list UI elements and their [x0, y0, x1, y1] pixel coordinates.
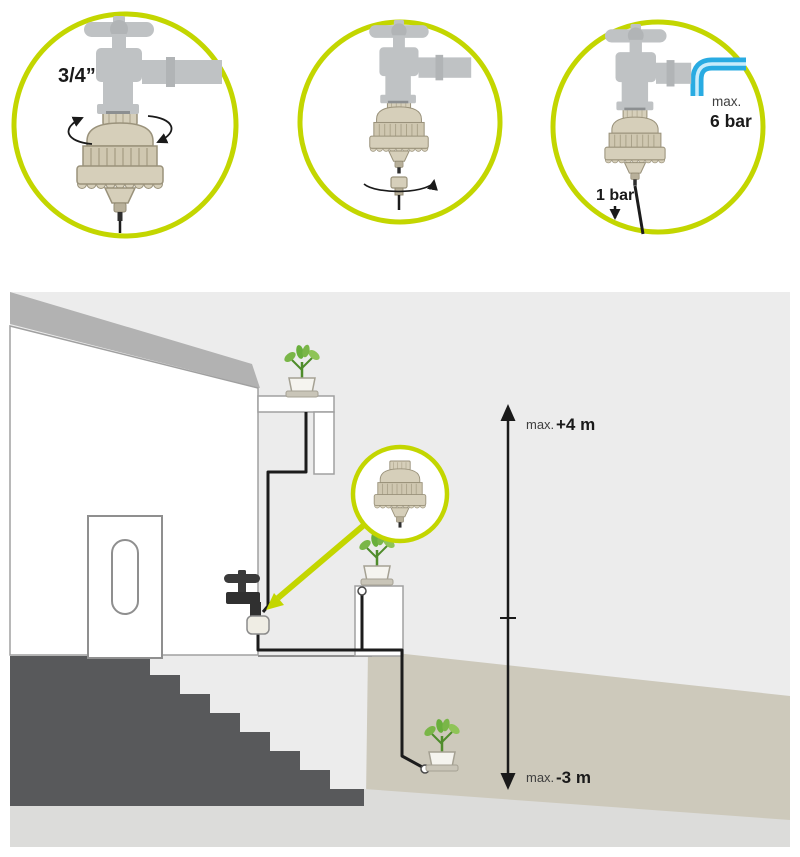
faucet-icon — [369, 20, 472, 104]
step-panel-2 — [297, 19, 503, 225]
balcony-column — [313, 411, 335, 475]
tube-to-ground-plant — [362, 648, 425, 770]
balcony-ledge — [257, 395, 335, 413]
rotation-arrow-right — [147, 115, 173, 144]
height-above-value: +4 m — [556, 415, 595, 434]
pipe-collar — [166, 57, 175, 87]
walkway — [10, 789, 790, 847]
tube-to-balcony-plant — [261, 412, 308, 613]
supply-hose-highlight — [695, 62, 746, 96]
rotation-arrow-ellipse — [363, 179, 438, 193]
callout-arrow-line — [276, 522, 366, 601]
door-window — [111, 539, 139, 615]
arrowhead-up — [500, 404, 516, 421]
installation-scene: max. +4 m max. -3 m — [9, 292, 790, 847]
door — [87, 515, 163, 659]
pipe-collar — [666, 60, 675, 87]
callout-arrowhead — [266, 593, 284, 610]
installed-reducer-icon — [246, 615, 270, 635]
step-panel-1: 3/4” — [11, 11, 239, 239]
rotation-arrow-left — [67, 116, 93, 145]
arrowhead-down — [500, 773, 516, 790]
height-measure: max. +4 m max. -3 m — [500, 404, 595, 790]
height-below-prefix: max. — [526, 770, 554, 785]
faucet-icon — [84, 16, 222, 114]
roof — [10, 292, 260, 388]
max-pressure-prefix: max. — [712, 94, 741, 109]
outlet-pressure-label: 1 bar — [596, 187, 634, 204]
step-panel-3: max. 6 bar 1 bar — [550, 19, 766, 235]
inlet-pressure-label: 6 bar — [710, 111, 752, 131]
ground-slope — [366, 650, 790, 824]
faucet-pipe — [418, 57, 472, 78]
faucet-pipe — [142, 60, 222, 84]
faucet-icon — [604, 24, 692, 111]
wall-faucet-icon — [224, 570, 261, 616]
tube-to-mid-plant — [256, 593, 364, 652]
height-below-value: -3 m — [556, 768, 591, 787]
thread-size-label: 3/4” — [58, 65, 96, 87]
dripper-connector — [357, 586, 367, 596]
pipe-collar — [435, 54, 444, 81]
stairs — [10, 656, 364, 806]
height-above-prefix: max. — [526, 417, 554, 432]
outlet-tube — [633, 185, 645, 235]
